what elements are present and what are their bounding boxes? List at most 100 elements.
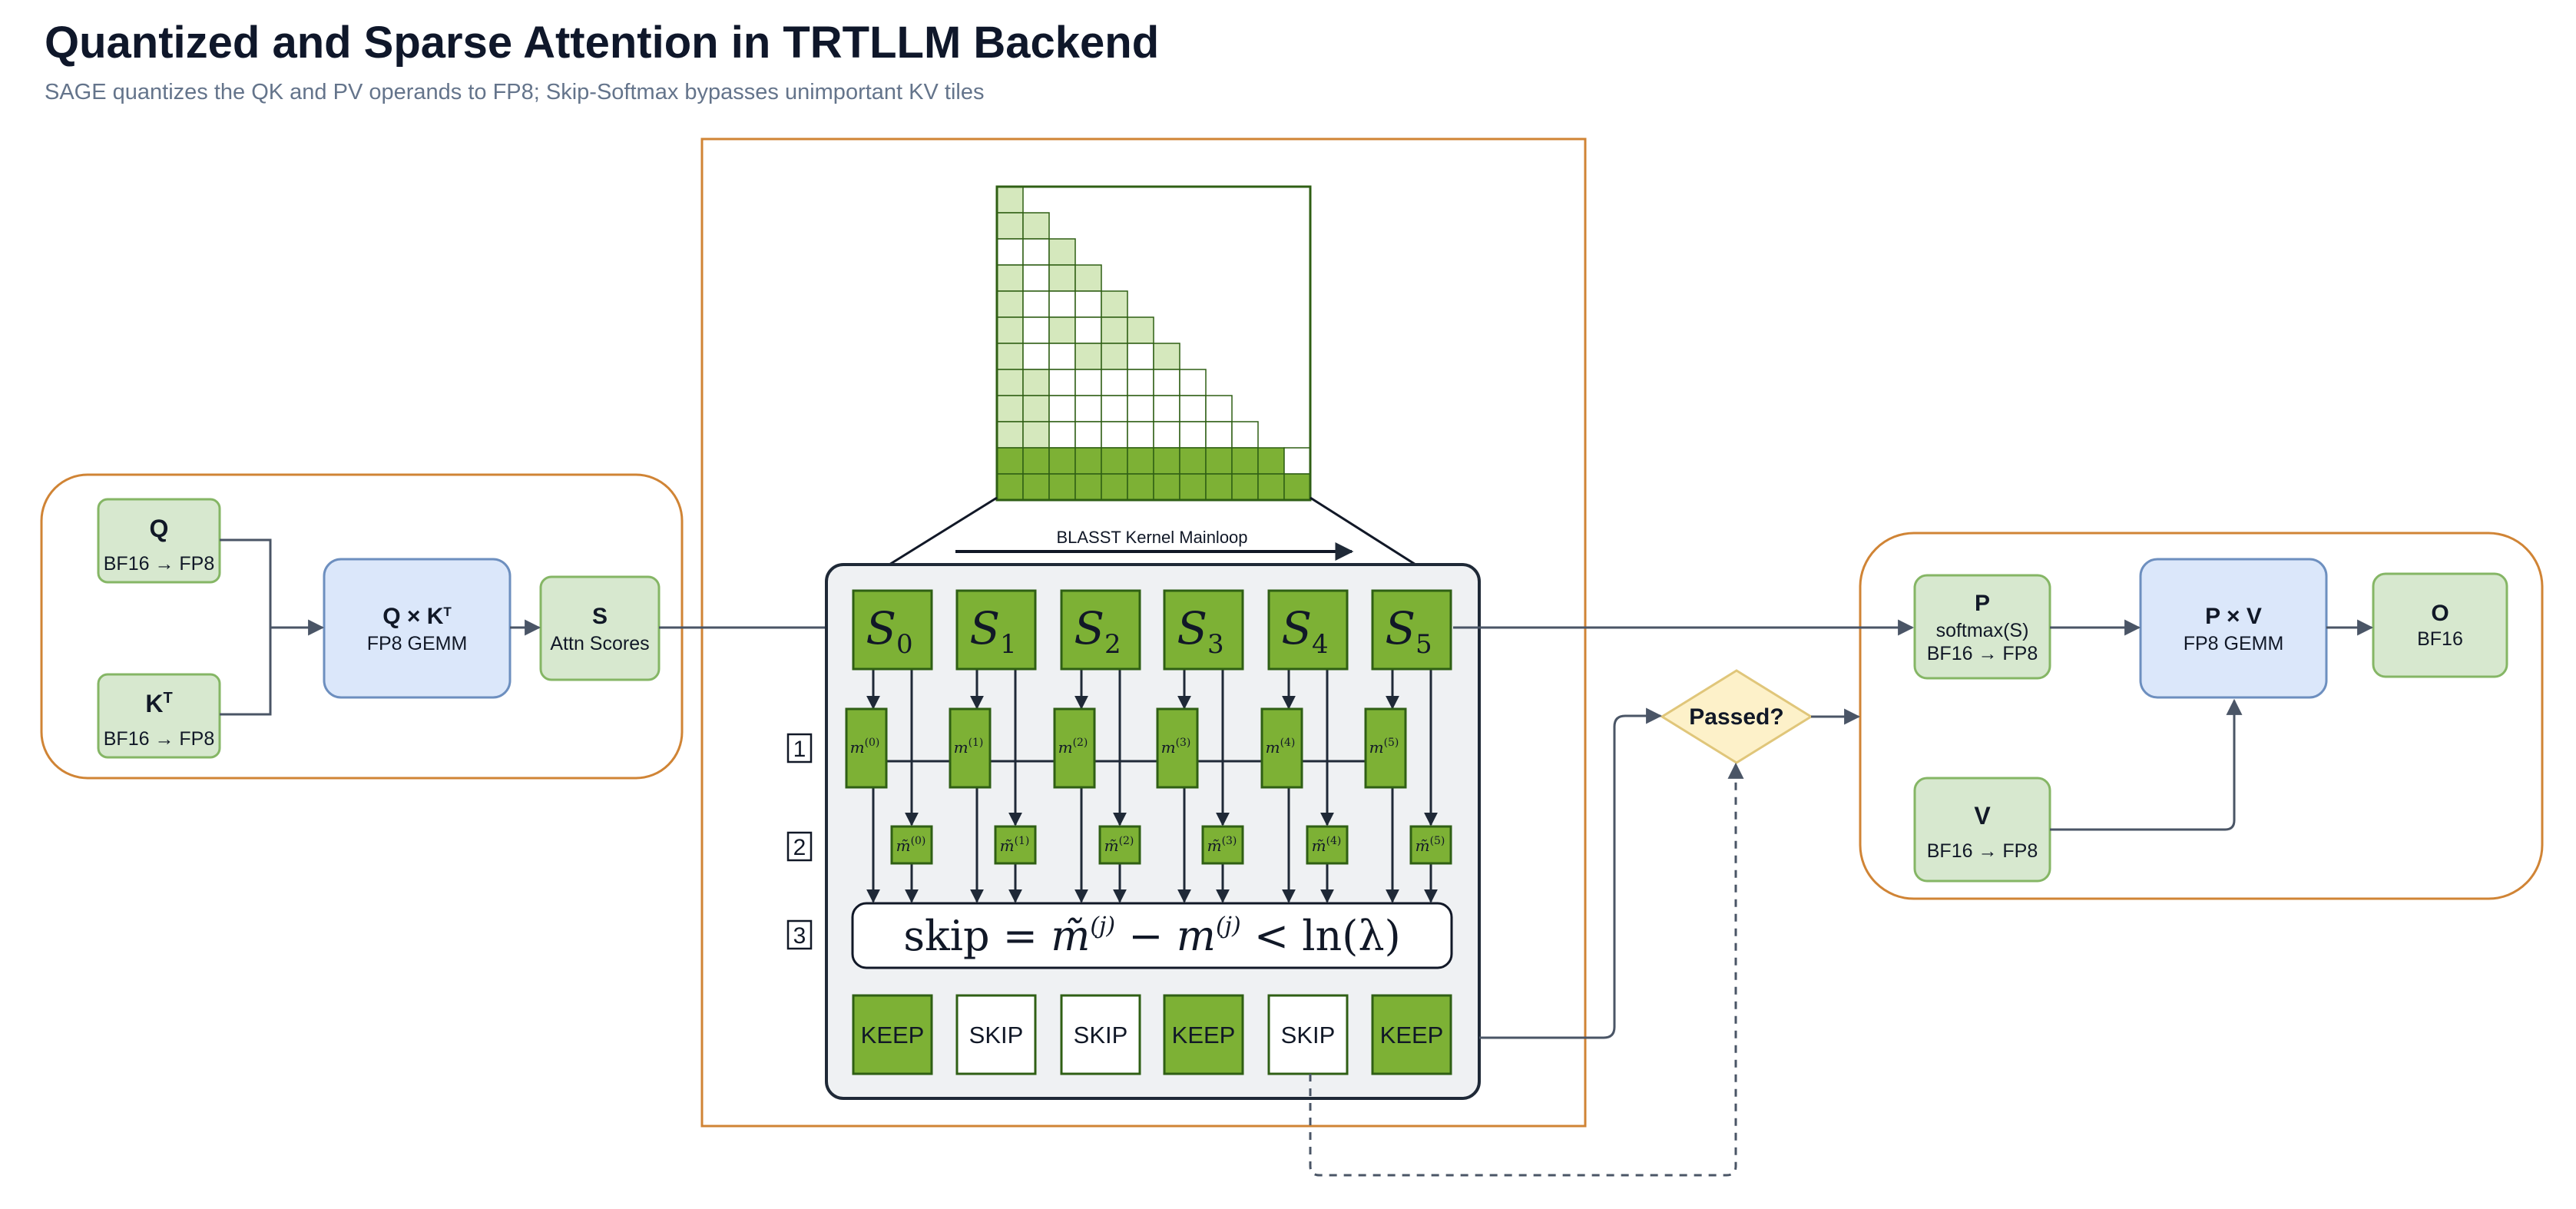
mask-cell [996,447,1024,475]
mask-cell [1022,447,1050,475]
mask-cell [1127,473,1154,501]
mask-cell [1048,473,1076,501]
kernel-columns: S0m(0)m̃(0)KEEPS1m(1)m̃(1)SKIPS2m(2)m̃(2… [845,589,1452,1075]
mask-cell [1074,421,1102,449]
s-tile-label: S0 [866,602,912,660]
p-line1: softmax(S) [1936,620,2029,641]
formula-sup1: (j) [1090,913,1115,939]
skip-box [955,994,1037,1075]
m-box [1053,707,1096,789]
q-node: Q BF16 → FP8 [97,498,221,584]
mask-cell [1048,290,1076,318]
mask-cell [996,316,1024,344]
step-2: 2 [793,835,806,860]
s-tile-label: S4 [1281,602,1328,660]
s-tile [1371,589,1452,671]
mask-cell [1153,473,1180,501]
mask-cell [1022,473,1050,501]
skip-box [1060,994,1141,1075]
s-label: Attn Scores [550,633,649,654]
mask-cell [1048,447,1076,475]
mask-cell [1127,369,1154,396]
flow-connectors [1309,619,2374,1177]
mask-cell [1048,395,1076,422]
o-title: O [2431,601,2449,626]
svg-text:KT: KT [145,690,172,717]
mask-cell [1153,447,1180,475]
mask-cell [1153,343,1180,370]
mt-label: m̃(2) [1104,835,1134,855]
decision-label: SKIP [969,1022,1024,1048]
mask-cell [996,290,1024,318]
mask-cell [1153,395,1180,422]
mt-label: m̃(4) [1312,835,1342,855]
qk-gemm-node: Q × KT FP8 GEMM [323,558,512,699]
kernel-column-4: S4m(4)m̃(4)SKIP [1260,589,1349,1075]
mask-cell [1101,290,1128,318]
svg-text:skip = m̃(j) − m(j) < ln(λ): skip = m̃(j) − m(j) < ln(λ) [903,912,1400,960]
page-title: Quantized and Sparse Attention in TRTLLM… [45,18,1160,68]
mask-cell [1101,343,1128,370]
s-tile-label: S1 [969,602,1016,660]
formula-sup2: (j) [1216,913,1241,939]
mask-cell [1205,447,1233,475]
mt-box [890,825,933,865]
kt-title-sup: T [163,690,172,707]
mask-cell [1101,369,1128,396]
mainloop-label: BLASST Kernel Mainloop [1056,528,1247,547]
mask-cell [1101,395,1128,422]
kernel-column-5: S5m(5)m̃(5)KEEP [1364,589,1452,1075]
mask-cell [1022,212,1050,240]
passed-decision: Passed? [1660,669,1813,764]
step-markers: 1 2 3 [786,733,813,950]
m-box [949,707,992,789]
kernel-column-0: S0m(0)m̃(0)KEEP [845,589,933,1075]
s-tile-label: S5 [1385,602,1432,660]
mask-cell [1074,473,1102,501]
s-tile [1267,589,1349,671]
decision-label: KEEP [1380,1022,1444,1048]
m-box [1156,707,1199,789]
mask-cell [1127,316,1154,344]
decision-label: KEEP [861,1022,925,1048]
pv-gemm-label: FP8 GEMM [2184,633,2284,654]
mask-cell [1101,316,1128,344]
kernel-group-frame [700,137,1587,1128]
mt-label: m̃(5) [1415,835,1445,855]
mask-cell [1101,473,1128,501]
s-tile-label: S2 [1074,602,1121,660]
mask-cell [1074,343,1102,370]
decision-label: SKIP [1074,1022,1128,1048]
mask-cell [1127,395,1154,422]
skip-box [1267,994,1349,1075]
mask-cell [1074,316,1102,344]
mask-cell [996,395,1024,422]
s-title: S [592,604,608,629]
mask-cell [996,264,1024,292]
o-label: BF16 [2417,628,2463,650]
q-title: Q [150,515,169,542]
pv-gemm-node: P × V FP8 GEMM [2139,558,2328,699]
mt-box [1409,825,1452,865]
mask-cell [1231,421,1259,449]
mask-cell [1101,421,1128,449]
qk-gemm-title: Q × K [382,604,444,629]
decision-label: SKIP [1281,1022,1336,1048]
mask-cell [1179,421,1207,449]
s-tile-label: S3 [1177,602,1223,660]
mask-cell [1205,473,1233,501]
p-line2: BF16 → FP8 [1927,643,2038,664]
mask-cell [996,343,1024,370]
mask-cell [1153,421,1180,449]
mask-cell [1127,421,1154,449]
mask-cell [996,212,1024,240]
p-title: P [1975,591,1990,616]
mask-cell [1022,316,1050,344]
mask-cell [1205,395,1233,422]
mask-cell [1022,421,1050,449]
q-label: BF16 → FP8 [104,553,215,575]
mask-cell [1179,473,1207,501]
m-label: m(0) [850,737,880,757]
keep-box [1163,994,1244,1075]
